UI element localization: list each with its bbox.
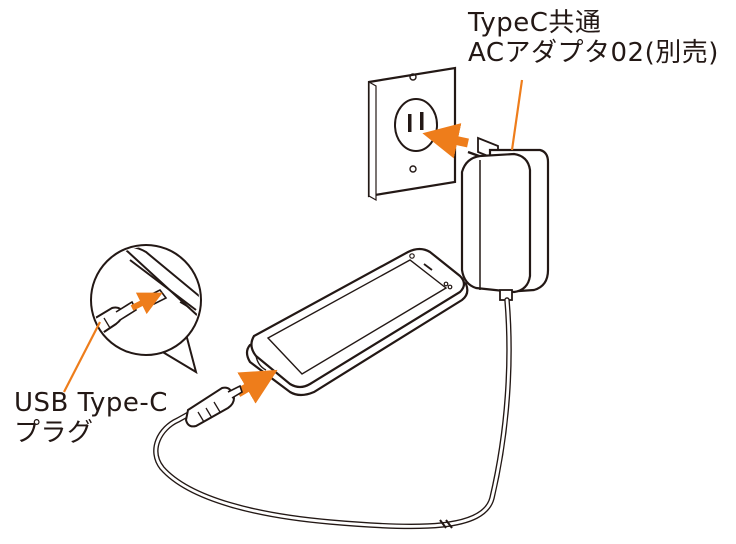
insert-arrow-outlet: [422, 123, 469, 159]
plug-label-line2: プラグ: [14, 418, 94, 448]
usb-c-plug-icon: [184, 384, 243, 428]
zoom-callout: [90, 244, 202, 375]
zoom-insert-arrow: [130, 292, 163, 315]
plug-label-line1: USB Type-C: [14, 388, 168, 418]
adapter-label: TypeC共通 ACアダプタ02(別売): [468, 8, 719, 68]
plug-label: USB Type-C プラグ: [14, 388, 168, 448]
wall-outlet-icon: [367, 66, 457, 202]
adapter-label-line2: ACアダプタ02(別売): [468, 38, 719, 68]
plug-leader-line: [63, 321, 101, 393]
adapter-label-line1: TypeC共通: [468, 8, 602, 38]
ac-adapter-icon: [460, 136, 550, 301]
adapter-leader-line: [510, 79, 524, 151]
smartphone-icon: [245, 247, 469, 397]
